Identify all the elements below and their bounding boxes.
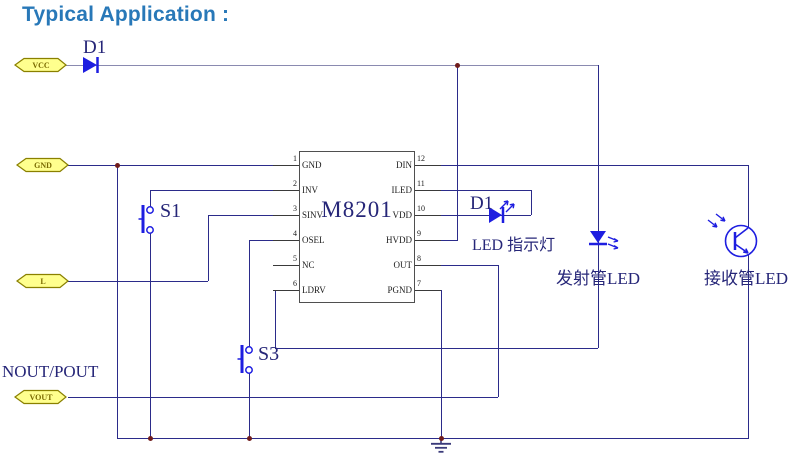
receiver-phototransistor-icon bbox=[707, 213, 758, 258]
pin-label-gnd: GND bbox=[302, 160, 322, 170]
wire-out-drop bbox=[498, 265, 499, 397]
wire-osel bbox=[249, 240, 274, 241]
net-flag-gnd: GND bbox=[15, 157, 69, 173]
pin-number: 9 bbox=[417, 229, 421, 238]
diode-top-label: D1 bbox=[83, 37, 107, 58]
wire-emitter-led-column bbox=[598, 65, 599, 348]
pin-label-inv: INV bbox=[302, 185, 318, 195]
pin-number: 8 bbox=[417, 254, 421, 263]
wire-l-net bbox=[68, 281, 208, 282]
page-title: Typical Application : bbox=[22, 3, 230, 26]
pin-stub bbox=[415, 240, 441, 241]
wire-vcc-to-hvdd bbox=[457, 65, 458, 240]
net-flag-l: L bbox=[15, 273, 69, 289]
pin-label-din: DIN bbox=[396, 160, 412, 170]
junction-dot bbox=[148, 436, 153, 441]
pin-stub bbox=[273, 290, 299, 291]
net-flag-vcc: VCC bbox=[13, 57, 67, 73]
wire-bottom-rail bbox=[117, 438, 749, 439]
pin-stub bbox=[273, 165, 299, 166]
pin-stub bbox=[415, 190, 441, 191]
pin-stub bbox=[415, 165, 441, 166]
wire-sinv-drop bbox=[208, 215, 209, 281]
pin-label-nc: NC bbox=[302, 260, 315, 270]
wire-vdd-led bbox=[441, 215, 531, 216]
pin-stub bbox=[273, 215, 299, 216]
ic-name: M8201 bbox=[321, 197, 393, 222]
receiver-led-caption: 接收管LED bbox=[704, 269, 789, 288]
pin-number: 10 bbox=[417, 204, 425, 213]
svg-text:VCC: VCC bbox=[32, 61, 50, 70]
pin-stub bbox=[415, 265, 441, 266]
svg-text:GND: GND bbox=[34, 161, 52, 170]
pin-label-iled: ILED bbox=[391, 185, 413, 195]
indicator-led-caption: LED 指示灯 bbox=[472, 237, 556, 254]
wire-s1-top bbox=[150, 190, 151, 207]
wire-sinv bbox=[208, 215, 274, 216]
wire-iled-loop bbox=[531, 190, 532, 215]
pin-number: 3 bbox=[293, 204, 297, 213]
pin-stub bbox=[273, 190, 299, 191]
wire-din bbox=[441, 165, 748, 166]
junction-dot bbox=[455, 63, 460, 68]
pin-number: 6 bbox=[293, 279, 297, 288]
switch-s1-icon bbox=[138, 205, 154, 234]
wire-out bbox=[441, 265, 498, 266]
indicator-led-label: D1 bbox=[470, 193, 494, 214]
emitter-led-icon bbox=[589, 231, 619, 250]
pin-number: 7 bbox=[417, 279, 421, 288]
pin-label-out: OUT bbox=[393, 260, 413, 270]
wire-s3-bottom bbox=[249, 373, 250, 438]
wire-vout-net bbox=[68, 397, 498, 398]
wire-receiver-top bbox=[748, 165, 749, 228]
indicator-led-icon bbox=[489, 200, 515, 223]
svg-text:L: L bbox=[40, 277, 45, 286]
pin-number: 11 bbox=[417, 179, 425, 188]
pin-number: 1 bbox=[293, 154, 297, 163]
diode-icon bbox=[83, 57, 99, 73]
pin-stub bbox=[273, 265, 299, 266]
wire-hvdd bbox=[441, 240, 458, 241]
wire-gnd-drop bbox=[117, 165, 118, 438]
junction-dot bbox=[115, 163, 120, 168]
switch-s1-label: S1 bbox=[160, 200, 182, 222]
pin-stub bbox=[415, 215, 441, 216]
wire-iled bbox=[441, 190, 531, 191]
ic-m8201-body bbox=[299, 151, 415, 303]
pin-label-hvdd: HVDD bbox=[386, 235, 412, 245]
wire-s1-bottom bbox=[150, 233, 151, 438]
wire-ldrv-drop bbox=[275, 290, 276, 348]
switch-s3-label: S3 bbox=[258, 343, 280, 365]
pin-stub bbox=[273, 240, 299, 241]
junction-dot bbox=[247, 436, 252, 441]
pin-number: 12 bbox=[417, 154, 425, 163]
net-flag-vout: VOUT bbox=[13, 389, 67, 405]
pin-stub bbox=[415, 290, 441, 291]
pin-label-ldrv: LDRV bbox=[302, 285, 326, 295]
junction-dot bbox=[439, 436, 444, 441]
svg-text:VOUT: VOUT bbox=[30, 393, 54, 402]
wire-s3-top bbox=[249, 240, 250, 347]
emitter-led-caption: 发射管LED bbox=[556, 269, 641, 288]
wire-vcc-rail bbox=[66, 65, 598, 66]
pin-label-vdd: VDD bbox=[392, 210, 413, 220]
pin-number: 4 bbox=[293, 229, 297, 238]
pin-number: 5 bbox=[293, 254, 297, 263]
wire-receiver-bottom bbox=[748, 253, 749, 438]
output-net-label: NOUT/POUT bbox=[2, 362, 99, 381]
wire-gnd-to-pin1 bbox=[68, 165, 274, 166]
switch-s3-icon bbox=[237, 345, 253, 374]
pin-number: 2 bbox=[293, 179, 297, 188]
pin-label-sinv: SINV bbox=[302, 210, 324, 220]
pin-label-pgnd: PGND bbox=[387, 285, 412, 295]
wire-inv bbox=[150, 190, 274, 191]
wire-pgnd-drop bbox=[441, 290, 442, 438]
wire-ldrv-to-led bbox=[275, 348, 598, 349]
pin-label-osel: OSEL bbox=[302, 235, 325, 245]
